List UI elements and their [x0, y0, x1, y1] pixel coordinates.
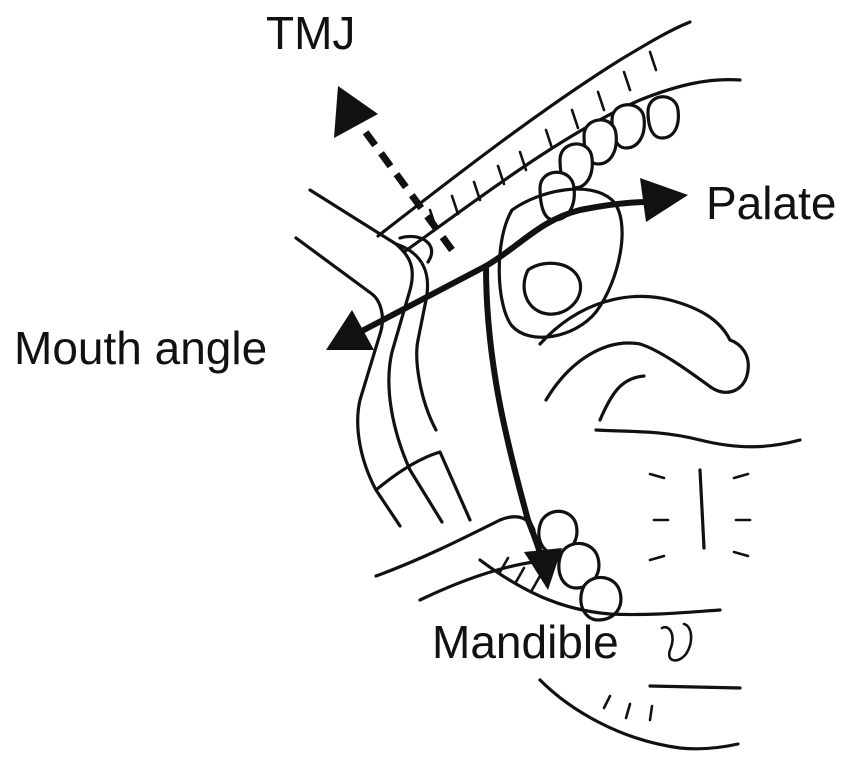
arrow-palate	[486, 178, 688, 266]
soft-tissue-marks	[650, 470, 750, 560]
mandible-label: Mandible	[432, 619, 619, 665]
palate-label: Palate	[706, 180, 836, 226]
tmj-label: TMJ	[266, 10, 355, 56]
mouth-angle-label: Mouth angle	[14, 325, 267, 371]
mandible-glyph	[662, 624, 691, 660]
cheek-retractor	[296, 190, 560, 600]
